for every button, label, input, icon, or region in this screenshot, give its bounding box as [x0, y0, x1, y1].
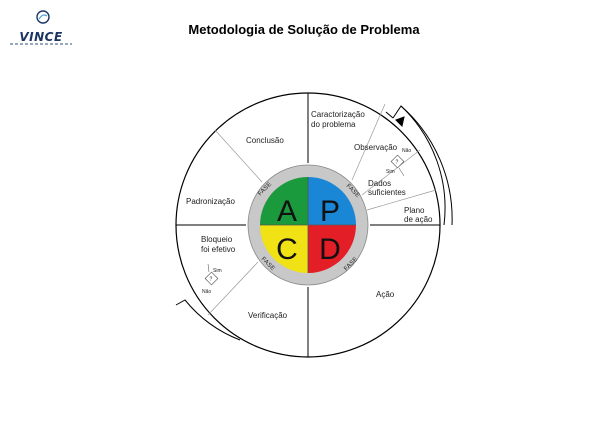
decision-left-mark: ? — [210, 277, 213, 283]
step-observacao: Observação — [354, 143, 398, 152]
page-title: Metodologia de Solução de Problema — [188, 22, 420, 37]
decision-right: ? Não Sim — [386, 148, 411, 177]
logo-globe-icon — [36, 10, 50, 24]
step-plano-line1: Plano — [404, 206, 425, 215]
feedback-loop-right — [385, 105, 453, 226]
decision-left-no: Não — [202, 289, 211, 295]
step-dados-line1: Dados — [368, 179, 391, 188]
step-separators — [207, 103, 437, 316]
decision-right-no: Não — [402, 148, 411, 154]
quadrant-c — [260, 225, 308, 273]
company-logo: VINCE — [8, 10, 74, 50]
quadrant-a — [260, 177, 308, 225]
decision-left: ? Sim Não — [202, 263, 222, 295]
decision-right-mark: ? — [396, 160, 399, 166]
step-bloqueio-line1: Bloqueio — [201, 235, 233, 244]
step-acao: Ação — [376, 290, 395, 299]
letter-d: D — [319, 233, 341, 266]
logo-tagline-decoration — [10, 43, 72, 45]
letter-c: C — [276, 233, 298, 266]
quadrant-d — [308, 225, 356, 273]
decision-left-yes: Sim — [213, 268, 222, 274]
letter-p: P — [320, 195, 340, 228]
step-bloqueio-line2: foi efetivo — [201, 245, 236, 254]
step-dados-line2: suficientes — [368, 188, 406, 197]
step-caracterizacao-line1: Caractorização — [311, 110, 365, 119]
decision-right-yes: Sim — [386, 169, 395, 175]
feedback-loop-left — [175, 299, 241, 341]
step-caracterizacao-line2: do problema — [311, 120, 356, 129]
step-padronizacao: Padronização — [186, 197, 235, 206]
step-conclusao: Conclusão — [246, 136, 284, 145]
letter-a: A — [277, 195, 297, 228]
quadrant-p — [308, 177, 356, 225]
step-verificacao: Verificação — [248, 311, 288, 320]
logo-text: VINCE — [19, 30, 63, 44]
step-plano-line2: de ação — [404, 215, 433, 224]
